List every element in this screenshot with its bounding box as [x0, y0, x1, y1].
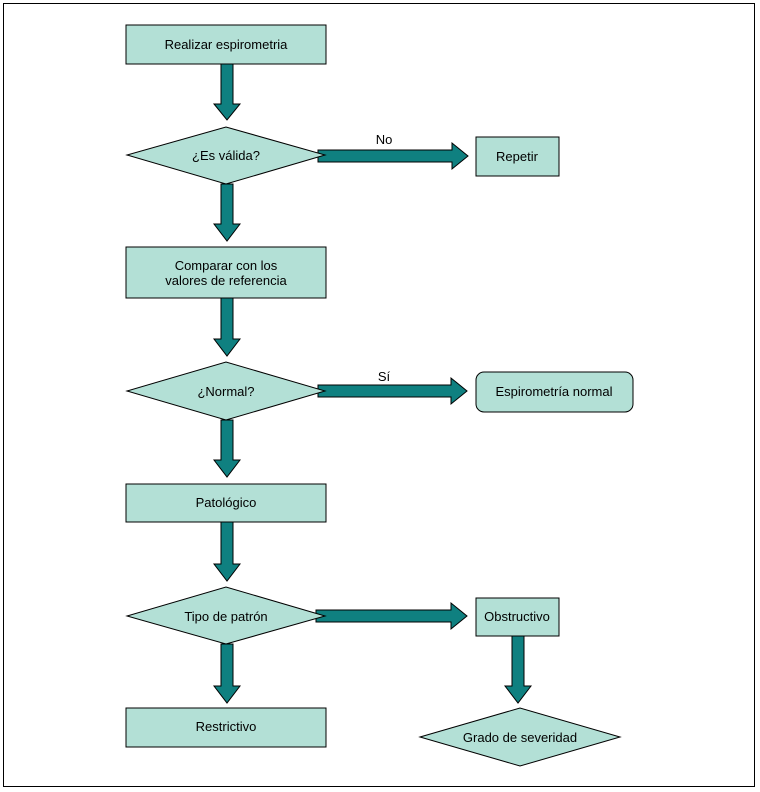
arrow-patologico-to-tipo [212, 521, 242, 582]
decision-normal: ¿Normal? [125, 361, 327, 421]
arrow-normal-to-espirometria-normal [317, 376, 468, 406]
arrow-realizar-to-valida [212, 63, 242, 121]
node-restrictivo: Restrictivo [125, 707, 327, 748]
decision-es-valida: ¿Es válida? [125, 126, 327, 185]
node-obstructivo: Obstructivo [475, 597, 560, 637]
node-repetir-label: Repetir [496, 149, 539, 164]
node-comparar-valores: Comparar con los valores de referencia [125, 246, 327, 299]
arrow-normal-to-patologico [212, 419, 242, 478]
decision-normal-label: ¿Normal? [197, 384, 254, 399]
arrow-valida-to-comparar [212, 183, 242, 242]
decision-es-valida-label: ¿Es válida? [192, 148, 260, 163]
arrow-tipo-to-restrictivo [212, 643, 242, 704]
node-repetir: Repetir [475, 136, 560, 177]
node-realizar-label: Realizar espirometria [165, 37, 289, 52]
decision-grado-severidad: Grado de severidad [418, 707, 622, 767]
decision-tipo-patron-label: Tipo de patrón [184, 609, 267, 624]
edge-label-no: No [376, 132, 393, 147]
node-espirometria-normal-label: Espirometría normal [495, 384, 612, 399]
arrow-tipo-to-obstructivo [315, 601, 468, 631]
node-comparar-line1: Comparar con los [175, 258, 278, 273]
decision-tipo-patron: Tipo de patrón [125, 586, 327, 645]
node-patologico: Patológico [125, 483, 327, 523]
arrow-valida-to-repetir [317, 141, 469, 171]
node-realizar-espirometria: Realizar espirometria [125, 24, 327, 65]
node-espirometria-normal: Espirometría normal [475, 371, 634, 413]
arrow-obstructivo-to-grado [503, 635, 533, 704]
node-restrictivo-label: Restrictivo [196, 719, 257, 734]
node-comparar-line2: valores de referencia [165, 273, 287, 288]
edge-label-si: Sí [378, 369, 391, 384]
decision-grado-severidad-label: Grado de severidad [463, 730, 577, 745]
diagram-frame [3, 3, 755, 787]
node-patologico-label: Patológico [196, 495, 257, 510]
node-obstructivo-label: Obstructivo [484, 609, 550, 624]
arrow-comparar-to-normal [212, 297, 242, 357]
